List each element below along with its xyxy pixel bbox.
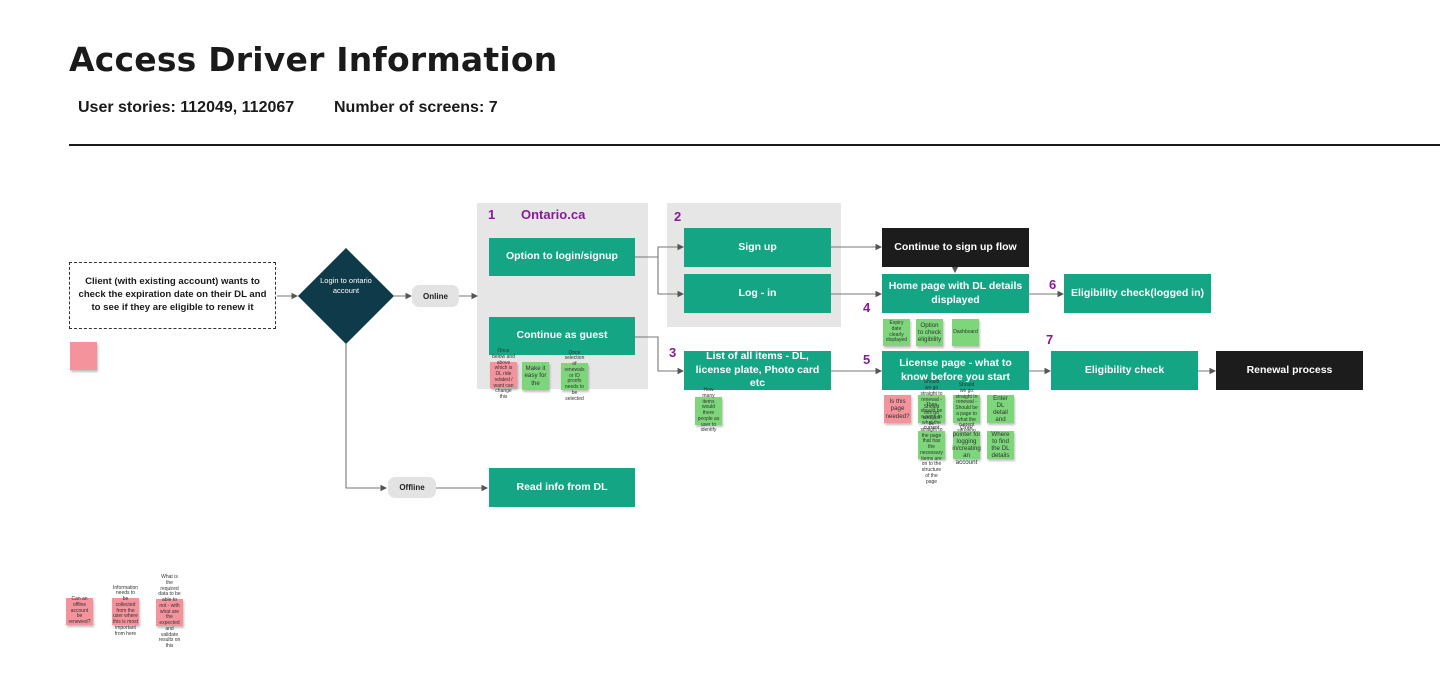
node-renewal-process: Renewal process [1216, 351, 1363, 390]
sticky-note-pink: Is this page needed? [884, 395, 911, 423]
sticky-note-green: Should this go and just be straight to t… [918, 404, 945, 484]
client-scenario-box: Client (with existing account) wants to … [69, 262, 276, 329]
sticky-note-green: Give pointer for logging in/creating an … [952, 423, 981, 467]
sticky-note-green: Enter DL detail and [987, 395, 1014, 423]
sticky-note-green: Dashboard [952, 319, 979, 346]
user-stories: User stories: 112049, 112067 [78, 99, 295, 116]
group-ontario [477, 203, 648, 389]
decision-diamond [298, 248, 394, 344]
node-continue-as-guest: Continue as guest [489, 317, 635, 355]
node-eligibility-check-logged-in: Eligibility check(logged in) [1064, 274, 1211, 313]
sticky-note-green: Option to check eligibility [916, 319, 943, 346]
sticky-note-green: How many items would there people as use… [695, 387, 722, 433]
node-eligibility-check: Eligibility check [1051, 351, 1198, 390]
screens-count: Number of screens: 7 [334, 99, 498, 116]
sticky-note-pink: Can an offline account be renewed? [66, 596, 93, 625]
sticky-note-pink: Information needs to be collected from t… [112, 584, 139, 637]
node-log-in: Log - in [684, 274, 831, 313]
step-number-3: 3 [669, 345, 677, 360]
online-label: Online [412, 285, 459, 307]
decision-label: Login to ontario account [320, 276, 372, 296]
node-read-info-from-dl: Read info from DL [489, 468, 635, 507]
step-number-7: 7 [1046, 332, 1054, 347]
sticky-note-green: Expiry date clearly displayed [883, 319, 910, 346]
page-title: Access Driver Information [69, 40, 558, 79]
sticky-note-green: Make it easy for the [522, 362, 549, 390]
node-home-page-dl-details: Home page with DL details displayed [882, 274, 1029, 313]
sticky-note-pink: Once below and above which is DL ride re… [490, 348, 517, 400]
sticky-note-green: Once selection of renewals or ID proofs … [561, 350, 588, 402]
header-divider [69, 144, 1440, 146]
node-license-page: License page - what to know before you s… [882, 351, 1029, 390]
sticky-note-pink: What is the required data to be able to … [156, 574, 183, 649]
sticky-note-green: Should we go straight to renewal - Shoul… [953, 382, 980, 434]
group-title-ontario: Ontario.ca [521, 207, 586, 222]
sticky-note-pink-empty [70, 342, 97, 370]
sticky-note-green: Where to find the DL details [987, 431, 1014, 459]
offline-label: Offline [388, 477, 436, 498]
node-continue-sign-up-flow: Continue to sign up flow [882, 228, 1029, 267]
node-sign-up: Sign up [684, 228, 831, 267]
step-number-6: 6 [1049, 277, 1057, 292]
node-option-login-signup: Option to login/signup [489, 238, 635, 276]
step-number-2: 2 [674, 209, 682, 224]
node-list-of-all-items: List of all items - DL, license plate, P… [684, 350, 831, 390]
step-number-1: 1 [488, 207, 496, 222]
step-number-5: 5 [863, 352, 871, 367]
step-number-4: 4 [863, 300, 871, 315]
